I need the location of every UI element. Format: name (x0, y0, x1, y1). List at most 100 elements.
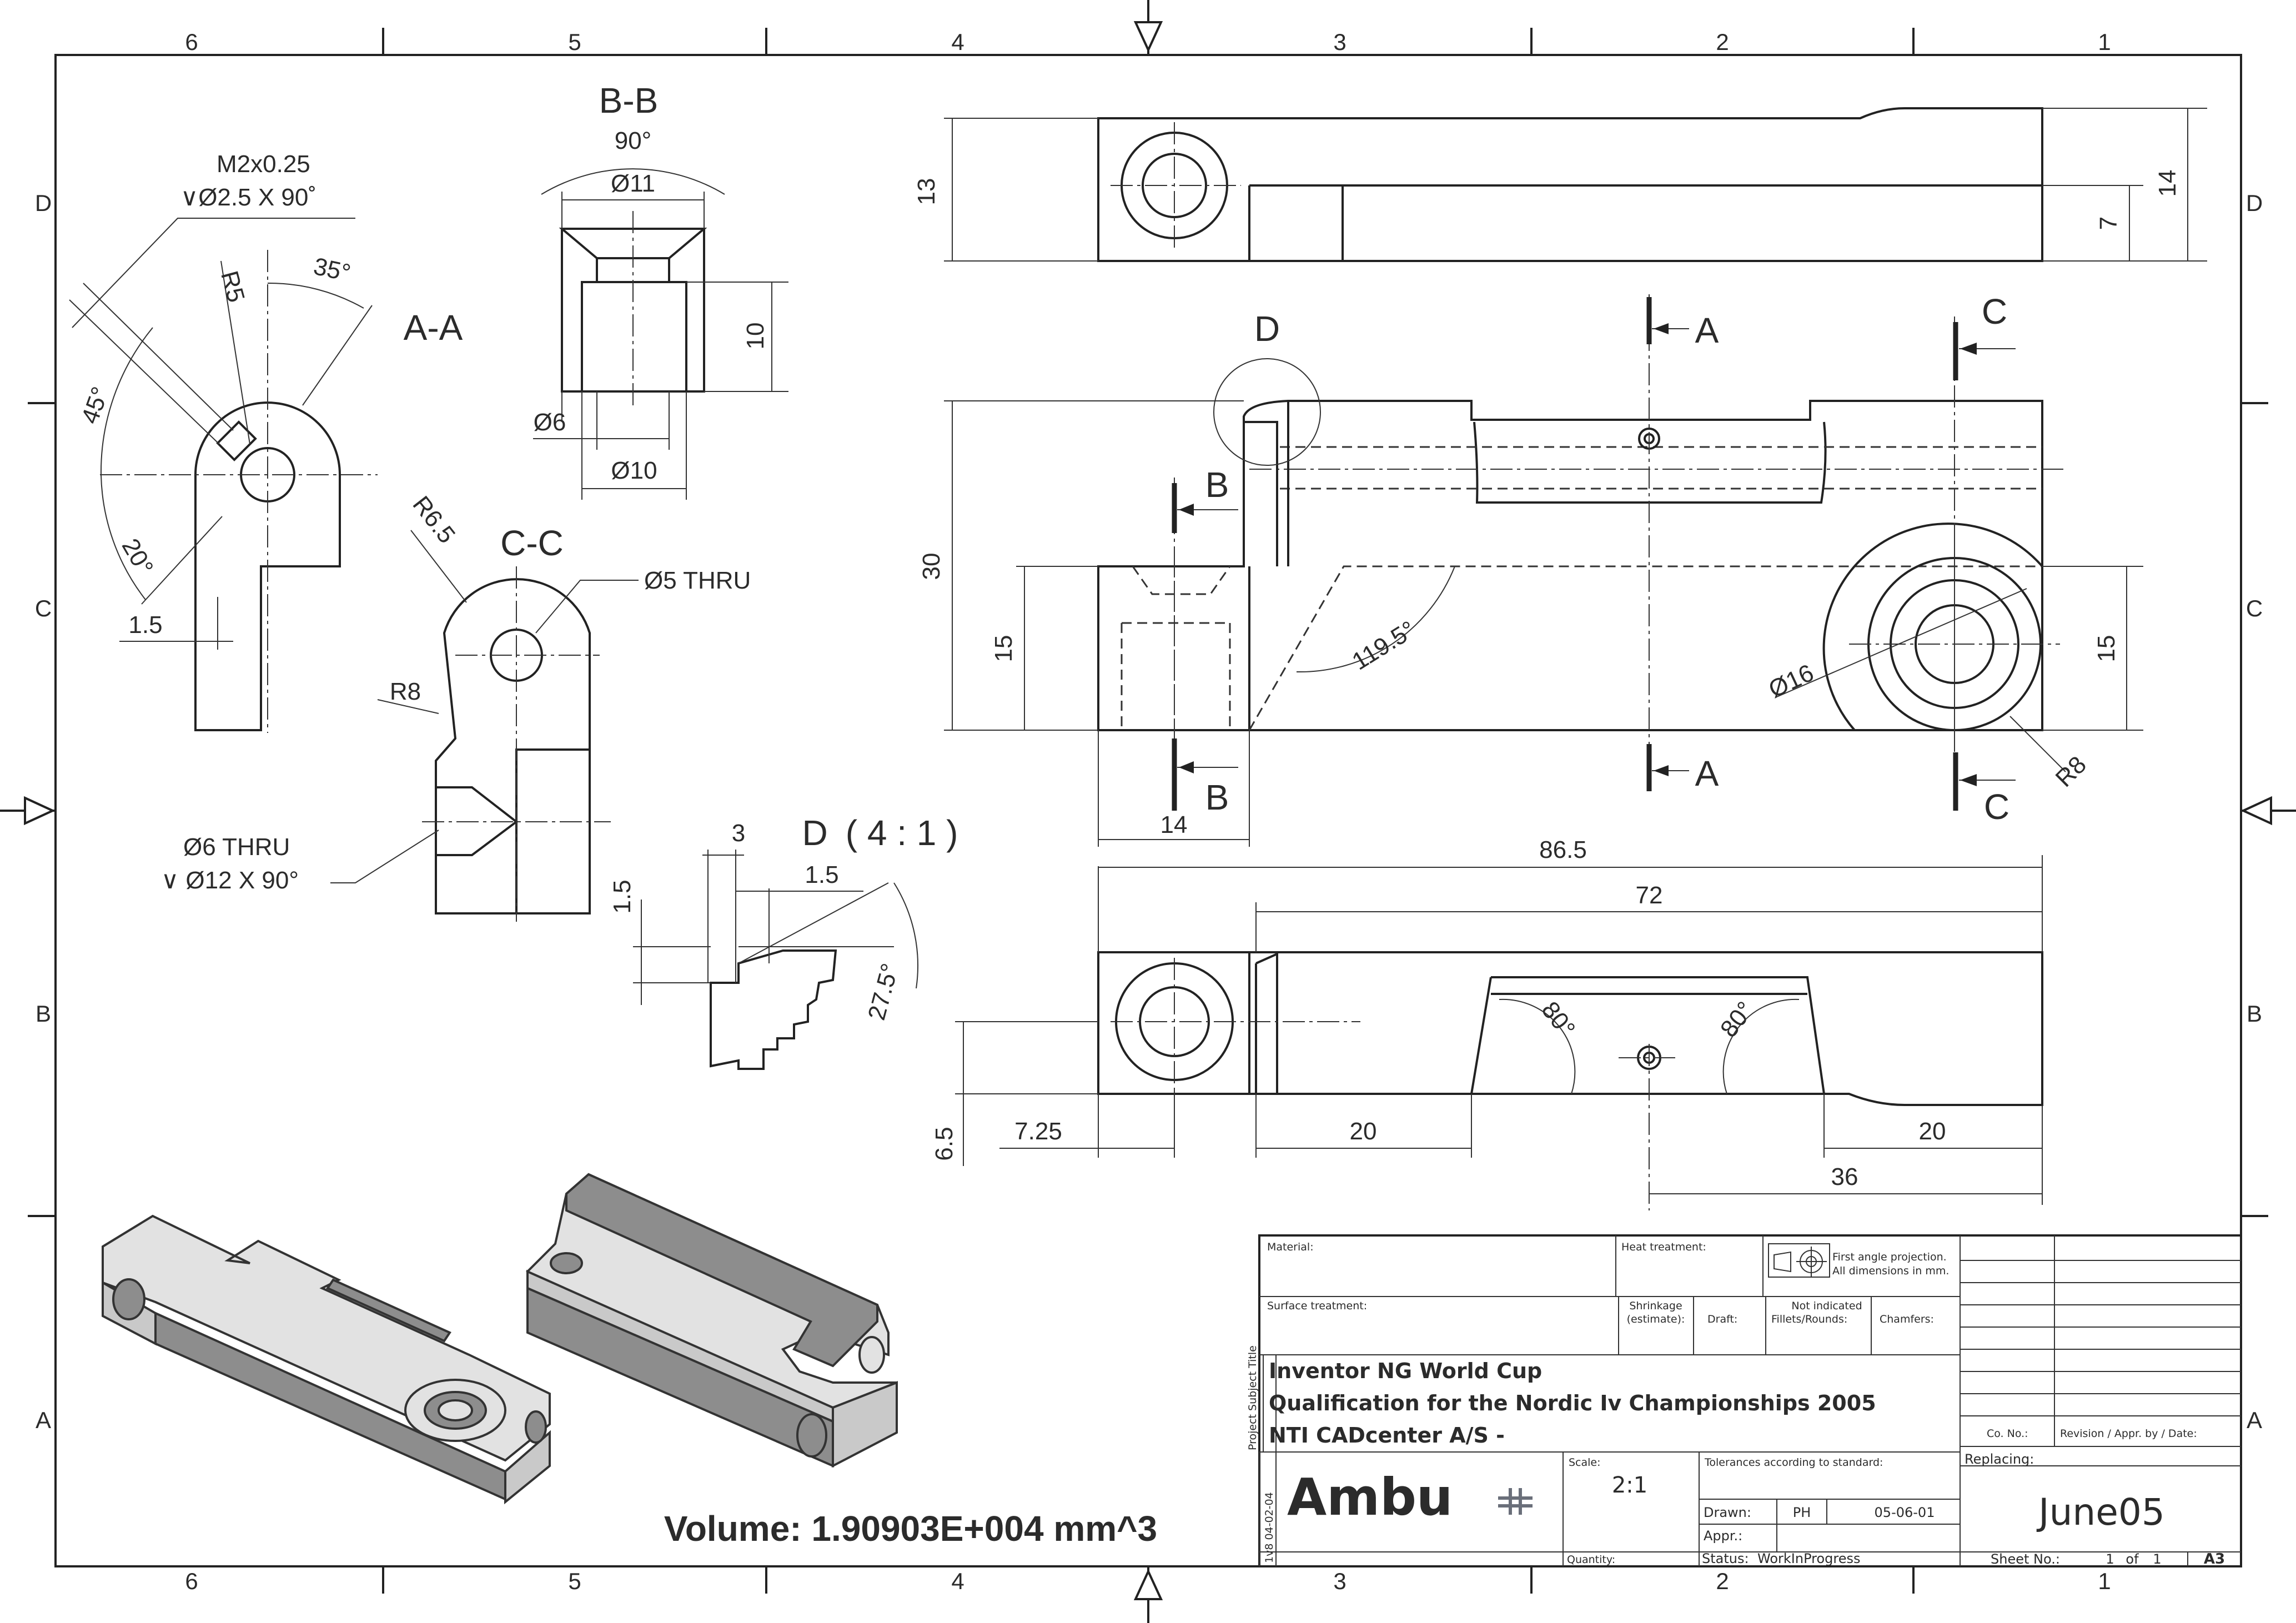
drawing-number: June05 (2036, 1491, 2165, 1534)
dim-1-5-detail-v: 1.5 (609, 880, 636, 913)
detail-d: D ( 4 : 1 ) 3 1.5 1.5 27.5° (609, 813, 958, 1070)
zone-col-2-bottom: 2 (1716, 1568, 1729, 1594)
sheet-format: A3 (2204, 1551, 2225, 1567)
dim-15-left: 15 (990, 635, 1017, 662)
draft-label: Draft: (1707, 1313, 1737, 1325)
dim-7: 7 (2095, 217, 2122, 230)
dim-20: 20° (117, 534, 159, 580)
isometric-view-right (526, 1173, 898, 1468)
dim-1-5-aa: 1.5 (128, 611, 162, 639)
dim-119-5-angle: 119.5° (1348, 616, 1420, 675)
top-view: 13 14 7 (913, 107, 2207, 262)
zone-col-1-bottom: 1 (2098, 1568, 2111, 1594)
zone-col-6-top: 6 (185, 29, 198, 55)
version-label: 1v8 04-02-04 (1263, 1492, 1275, 1563)
zone-col-5-top: 5 (568, 29, 581, 55)
status-value: WorkInProgress (1757, 1551, 1860, 1566)
dim-20-right: 20 (1919, 1118, 1946, 1145)
volume-label: Volume: 1.90903E+004 mm^3 (664, 1509, 1157, 1549)
zone-row-a-right: A (2247, 1407, 2262, 1433)
dim-dia5-thru: Ø5 THRU (644, 567, 751, 594)
dim-14-front: 14 (1160, 811, 1188, 838)
status-label: Status: (1702, 1551, 1749, 1566)
dim-90: 90° (615, 127, 652, 154)
dim-csk12: ∨ Ø12 X 90° (161, 867, 299, 894)
dim-7-25: 7.25 (1014, 1118, 1062, 1145)
quantity-label: Quantity: (1567, 1554, 1615, 1566)
section-a-a: A-A M2x0.25 ∨Ø2.5 X 90˚ R5 35° 45° 20° 1… (69, 150, 463, 733)
zone-row-b-left: B (36, 1001, 51, 1027)
replacing-label: Replacing: (1965, 1451, 2034, 1467)
title-line-2: Qualification for the Nordic Iv Champion… (1269, 1391, 1876, 1415)
revision-label: Revision / Appr. by / Date: (2060, 1428, 2197, 1440)
dim-dia6-thru: Ø6 THRU (183, 833, 290, 861)
dim-dia10: Ø10 (611, 457, 657, 484)
section-b-b: B-B 90° Ø11 10 Ø6 Ø10 (533, 81, 788, 500)
cut-b-top: B (1205, 465, 1229, 505)
sheet-number: 1 (2106, 1551, 2114, 1567)
dim-35: 35° (311, 253, 353, 287)
projection-text-2: All dimensions in mm. (1832, 1265, 1949, 1277)
material-label: Material: (1267, 1241, 1314, 1253)
dim-3-detail: 3 (732, 820, 745, 847)
section-aa-label: A-A (404, 308, 463, 348)
not-indicated-label: Not indicated (1791, 1300, 1862, 1312)
dim-15-right: 15 (2093, 635, 2120, 662)
dim-86-5: 86.5 (1539, 836, 1587, 863)
chamfers-label: Chamfers: (1880, 1313, 1934, 1325)
fillets-label: Fillets/Rounds: (1771, 1313, 1847, 1325)
cut-a-top: A (1695, 310, 1719, 350)
dim-36: 36 (1831, 1163, 1858, 1190)
scale-label: Scale: (1569, 1456, 1601, 1469)
zone-col-3-top: 3 (1333, 29, 1346, 55)
dim-dia11: Ø11 (611, 170, 655, 197)
dim-r8-cc: R8 (390, 678, 421, 705)
zone-col-4-top: 4 (951, 29, 964, 55)
front-view: D A A C C B B 30 (918, 292, 2143, 847)
heat-treatment-label: Heat treatment: (1621, 1241, 1706, 1253)
detail-d-callout: D (1254, 309, 1280, 349)
surface-treatment-label: Surface treatment: (1267, 1300, 1367, 1312)
projection-symbol-icon (1768, 1243, 1830, 1278)
dim-13: 13 (913, 178, 940, 205)
zone-col-1-top: 1 (2098, 29, 2111, 55)
sheet-total: 1 (2153, 1551, 2161, 1567)
projection-text-1: First angle projection. (1832, 1251, 1947, 1263)
zone-row-a-left: A (36, 1407, 51, 1433)
detail-d-label: D ( 4 : 1 ) (802, 813, 958, 853)
dim-30: 30 (918, 553, 945, 580)
dim-r6-5: R6.5 (408, 491, 461, 548)
shrinkage-label-1: Shrinkage (1629, 1300, 1682, 1312)
dim-dia6: Ø6 (534, 409, 566, 436)
company-logo: Ambu (1287, 1468, 1453, 1527)
zone-col-3-bottom: 3 (1333, 1568, 1346, 1594)
dim-72: 72 (1636, 882, 1663, 909)
isometric-view-left (102, 1214, 551, 1505)
dim-10-height: 10 (742, 323, 769, 350)
appr-label: Appr.: (1704, 1528, 1742, 1544)
co-no-label: Co. No.: (1987, 1428, 2028, 1440)
drawn-label: Drawn: (1704, 1505, 1751, 1520)
zone-row-c-right: C (2246, 595, 2263, 621)
ambu-cross-icon (1498, 1488, 1533, 1515)
drawn-by: PH (1793, 1505, 1811, 1520)
section-c-c: C-C R6.5 Ø5 THRU R8 Ø6 THRU ∨ Ø12 X 90° (161, 491, 751, 922)
dim-20-left: 20 (1350, 1118, 1377, 1145)
dim-14: 14 (2154, 170, 2181, 197)
sheet-no-label: Sheet No.: (1991, 1551, 2060, 1567)
scale-value: 2:1 (1612, 1473, 1647, 1498)
thread-callout-1: M2x0.25 (217, 150, 310, 178)
zone-row-b-right: B (2247, 1001, 2262, 1027)
zone-row-c-left: C (35, 595, 52, 621)
section-bb-label: B-B (599, 81, 659, 120)
title-line-3: NTI CADcenter A/S - (1269, 1423, 1505, 1448)
title-block: Material: Heat treatment: First angle pr… (1247, 1234, 2242, 1567)
side-label: Project Subject Title (1247, 1345, 1259, 1450)
dim-6-5: 6.5 (931, 1127, 958, 1160)
bottom-view: 80° 80° 86.5 72 6.5 7.25 20 20 36 (931, 836, 2043, 1210)
thread-callout-2: ∨Ø2.5 X 90˚ (180, 184, 316, 211)
title-line-1: Inventor NG World Cup (1269, 1359, 1542, 1383)
shrinkage-label-2: (estimate): (1627, 1313, 1685, 1325)
